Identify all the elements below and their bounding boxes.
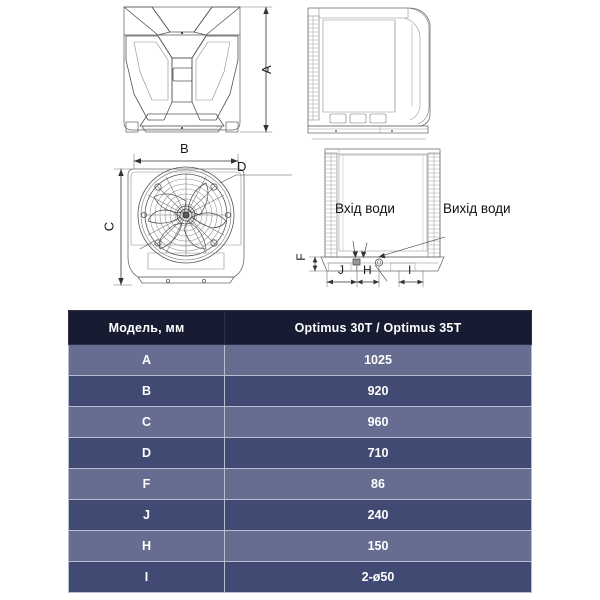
- fan-view-drawing: B C D: [96, 141, 296, 295]
- rear-view-drawing: Вхід води Вихід води F J H I: [293, 145, 525, 295]
- dimension-value-cell: 2-ø50: [224, 561, 532, 593]
- dimension-key-cell: B: [68, 375, 225, 407]
- dimension-key-cell: H: [68, 530, 225, 562]
- dimension-value-cell: 1025: [224, 344, 532, 376]
- technical-drawings-area: A: [96, 2, 525, 295]
- dimension-key-cell: A: [68, 344, 225, 376]
- dimension-key-cell: D: [68, 437, 225, 469]
- dimension-label-b: B: [180, 141, 189, 156]
- dimension-value-cell: 240: [224, 499, 532, 531]
- dimension-value-cell: 920: [224, 375, 532, 407]
- side-view-drawing: [300, 2, 460, 142]
- dimension-value-cell: 150: [224, 530, 532, 562]
- dimension-key-cell: J: [68, 499, 225, 531]
- table-header-models: Optimus 30T / Optimus 35T: [224, 310, 532, 345]
- dimension-label-a: A: [258, 65, 274, 74]
- dimension-label-d: D: [237, 159, 247, 174]
- dimension-key-cell: C: [68, 406, 225, 438]
- dimension-label-c: C: [101, 221, 117, 232]
- dimension-label-i: I: [408, 263, 412, 277]
- dimension-key-cell: F: [68, 468, 225, 500]
- dimension-key-cell: I: [68, 561, 225, 593]
- front-top-view-drawing: A: [112, 2, 287, 142]
- dimension-value-cell: 710: [224, 437, 532, 469]
- table-header-model: Модель, мм: [68, 310, 225, 345]
- dimension-label-f: F: [293, 253, 308, 261]
- water-outlet-label: Вихід води: [443, 201, 511, 216]
- dimension-value-cell: 960: [224, 406, 532, 438]
- dimension-value-cell: 86: [224, 468, 532, 500]
- dimension-label-j: J: [338, 263, 345, 277]
- dimension-label-h: H: [363, 263, 372, 277]
- water-inlet-label: Вхід води: [335, 201, 395, 216]
- table-header-row: Модель, мм Optimus 30T / Optimus 35T: [68, 310, 532, 345]
